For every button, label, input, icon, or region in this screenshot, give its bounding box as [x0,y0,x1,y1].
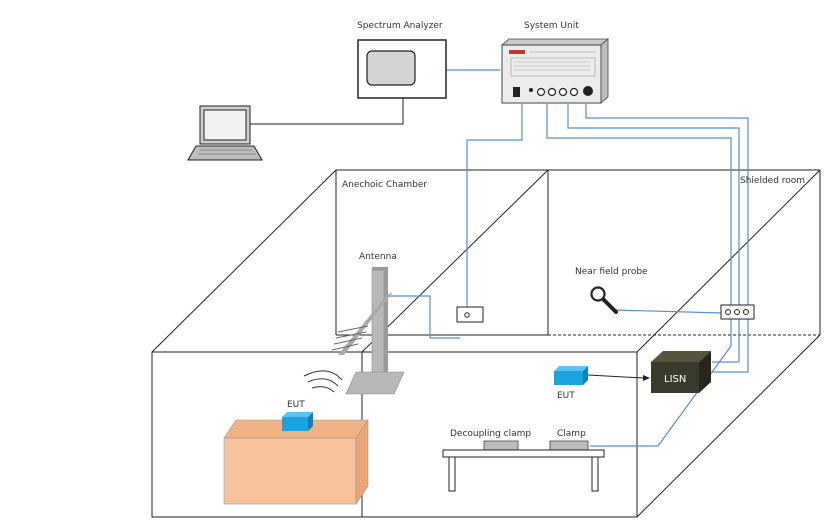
eut-table-left [223,419,369,505]
eut-to-lisn-arrow [587,374,650,381]
antenna-label: Antenna [359,252,397,262]
spectrum-analyzer-icon [357,39,447,99]
system-unit-label: System Unit [524,21,579,31]
eut-box-right [554,366,588,385]
near-field-probe-icon [590,286,618,314]
spectrum-analyzer-label: Spectrum Analyzer [357,21,443,31]
eut-box-left [282,412,313,431]
lisn-box-icon [651,351,711,393]
shielded-room-connector-box [720,304,755,320]
anechoic-chamber-label: Anechoic Chamber [342,180,427,190]
lisn-label: LISN [664,374,686,385]
eut-right-label: EUT [557,391,575,401]
system-unit-icon [500,38,610,104]
decoupling-clamp-label: Decoupling clamp [450,429,531,439]
laptop-icon [187,105,263,161]
near-field-probe-label: Near field probe [575,267,648,277]
laptop-cable [250,98,404,125]
antenna-mast-icon [331,266,405,395]
clamp-table [442,440,605,492]
clamp-label: Clamp [557,429,586,439]
cables [386,69,749,447]
eut-left-label: EUT [287,400,305,410]
chamber-connector-box [456,306,484,323]
emission-waves-icon [303,370,343,393]
shielded-room-label: Shielded room [740,176,805,186]
